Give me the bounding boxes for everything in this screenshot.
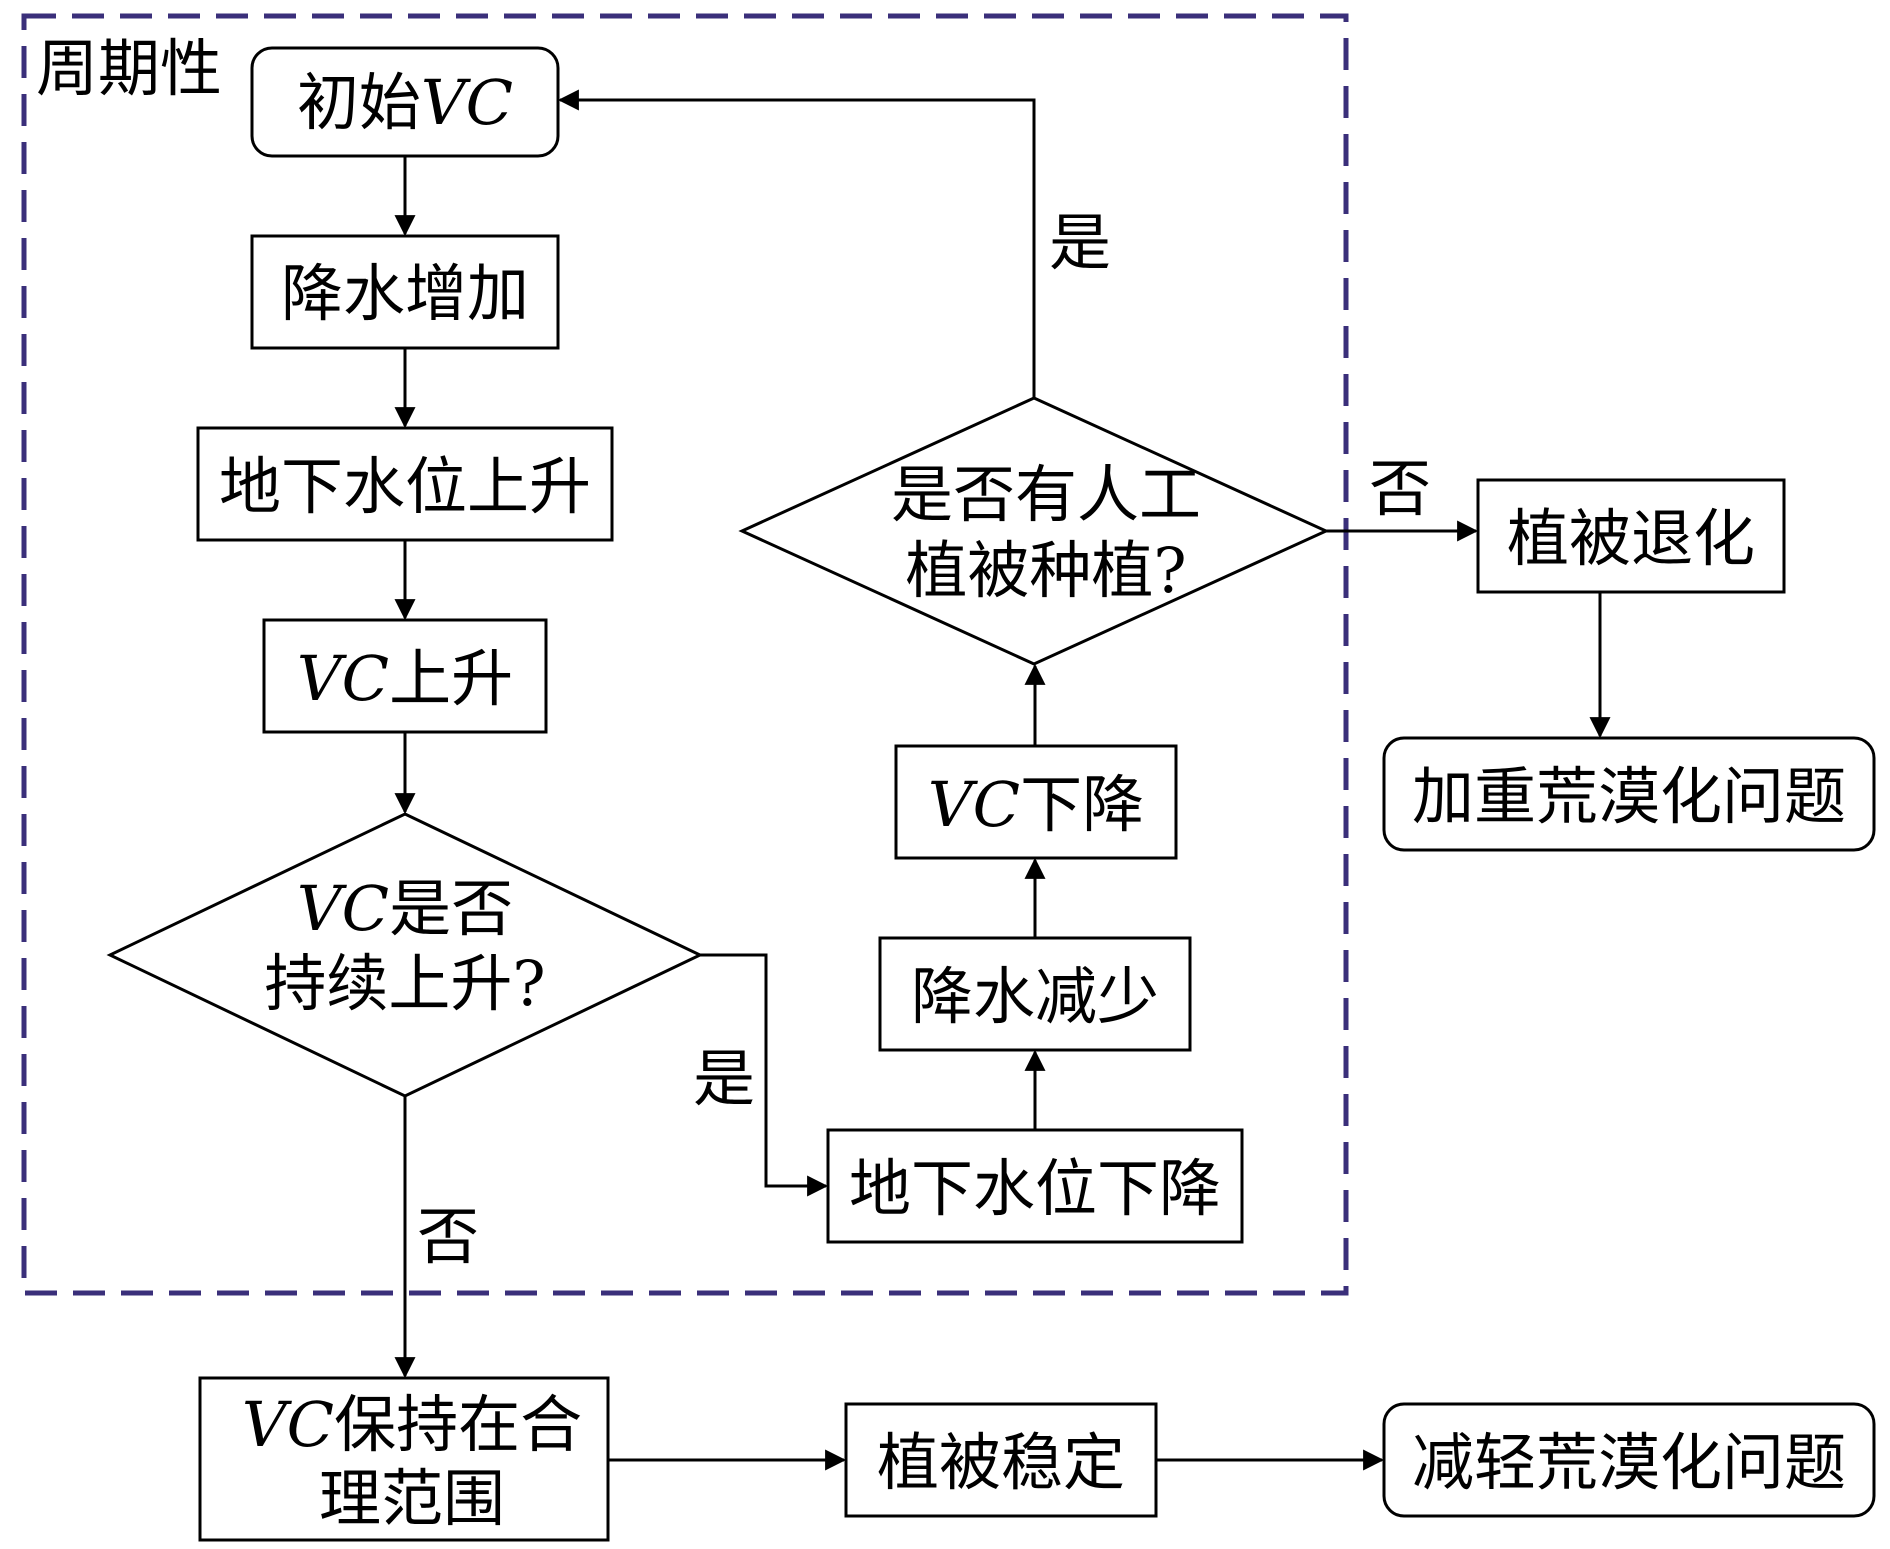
node-veg-stable: 植被稳定 (844, 1402, 1158, 1518)
vc-rise-suffix: 上升 (389, 642, 513, 715)
vc-fall-vc: VC (928, 768, 1020, 841)
edge-label-no-degradation: 否 (1369, 452, 1431, 525)
svg-text:VC下降: VC下降 (928, 768, 1144, 841)
vc-reasonable-line1: 保持在合 (334, 1388, 582, 1461)
edge-decision2-yes-to-initial (557, 89, 1036, 398)
node-initial-vc: 初始VC (250, 46, 560, 158)
node-vc-reasonable: VC保持在合 理范围 (198, 1376, 610, 1542)
mitigate-label: 减轻荒漠化问题 (1412, 1426, 1846, 1499)
decision-planting-line1: 是否有人工 (891, 458, 1201, 531)
node-vc-rise: VC上升 (262, 618, 548, 734)
vc-rise-vc: VC (297, 642, 389, 715)
precip-decrease-label: 降水减少 (911, 960, 1159, 1033)
decision-vc-line1: 是否 (389, 872, 513, 945)
edge-label-yes-gwfall: 是 (693, 1042, 755, 1115)
gw-fall-label: 地下水位下降 (849, 1152, 1221, 1225)
node-precip-decrease: 降水减少 (878, 936, 1192, 1052)
periodic-region-label: 周期性 (36, 32, 222, 105)
svg-text:VC保持在合: VC保持在合 (242, 1388, 582, 1461)
initial-vc-prefix: 初始 (297, 66, 421, 139)
decision-planting-line2: 植被种植? (905, 534, 1186, 607)
node-gw-fall: 地下水位下降 (826, 1128, 1244, 1244)
decision-artificial-planting: 是否有人工 植被种植? (738, 396, 1330, 666)
node-mitigate-desertification: 减轻荒漠化问题 (1382, 1402, 1876, 1518)
periodic-region-border (21, 13, 1349, 1296)
node-precip-increase: 降水增加 (250, 234, 560, 350)
vc-reasonable-vc: VC (242, 1388, 334, 1461)
node-aggravate-desertification: 加重荒漠化问题 (1382, 736, 1876, 852)
edge-label-yes-initial: 是 (1049, 206, 1111, 279)
vc-reasonable-line2: 理范围 (319, 1462, 505, 1535)
gw-rise-label: 地下水位上升 (219, 450, 591, 523)
svg-text:VC是否: VC是否 (297, 872, 513, 945)
node-veg-degradation: 植被退化 (1476, 478, 1786, 594)
aggravate-label: 加重荒漠化问题 (1412, 760, 1846, 833)
decision-vc-line2: 持续上升? (264, 947, 545, 1020)
veg-stable-label: 植被稳定 (877, 1426, 1125, 1499)
edge-decision-yes-to-gwfall (700, 953, 829, 1197)
svg-text:VC上升: VC上升 (297, 642, 513, 715)
initial-vc-vc: VC (421, 66, 513, 139)
precip-increase-label: 降水增加 (281, 257, 529, 330)
veg-degradation-label: 植被退化 (1507, 502, 1755, 575)
svg-text:初始VC: 初始VC (297, 66, 513, 139)
decision-vc-vc: VC (297, 872, 389, 945)
decision-vc-continue-rise: VC是否 持续上升? (106, 812, 704, 1098)
vc-fall-suffix: 下降 (1020, 768, 1144, 841)
node-vc-fall: VC下降 (894, 744, 1178, 860)
node-gw-rise: 地下水位上升 (196, 426, 614, 542)
edge-label-no-reasonable: 否 (417, 1200, 479, 1273)
